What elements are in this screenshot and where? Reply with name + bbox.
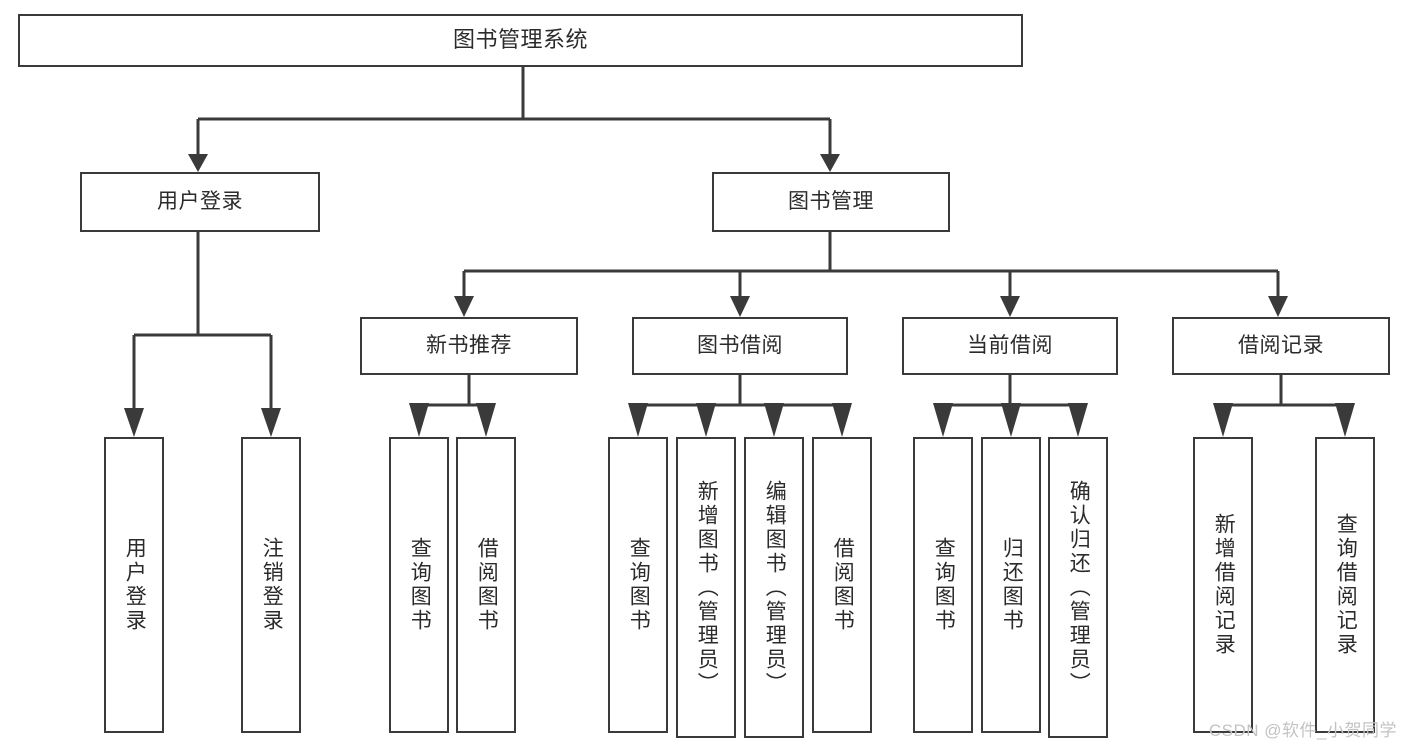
node-user-login-label: 用户登录 bbox=[157, 190, 243, 214]
node-new-book-recommend[interactable]: 新书推荐 bbox=[360, 317, 578, 375]
node-leaf-confirm-return-admin[interactable]: 确认归还（管理员） bbox=[1048, 437, 1108, 738]
node-leaf-query-borrow-record[interactable]: 查询借阅记录 bbox=[1315, 437, 1375, 733]
node-borrow-record-label: 借阅记录 bbox=[1238, 334, 1324, 358]
arrowhead-l3-3 bbox=[1000, 296, 1020, 317]
node-book-borrow-label: 图书借阅 bbox=[697, 334, 783, 358]
node-book-management-label: 图书管理 bbox=[788, 190, 874, 214]
node-new-book-recommend-label: 新书推荐 bbox=[426, 334, 512, 358]
node-leaf-user-login[interactable]: 用户登录 bbox=[104, 437, 164, 733]
arrowhead-nb-2 bbox=[476, 403, 496, 437]
arrowhead-book-mgmt bbox=[820, 154, 840, 172]
node-leaf-query-borrow-record-label: 查询借阅记录 bbox=[1334, 513, 1358, 657]
arrowhead-l3-1 bbox=[454, 296, 474, 317]
node-leaf-query-book-recommend-label: 查询图书 bbox=[408, 537, 432, 633]
arrowhead-bb-3 bbox=[764, 403, 784, 437]
arrowhead-cb-2 bbox=[1001, 403, 1021, 437]
node-leaf-logout-label: 注销登录 bbox=[260, 537, 284, 633]
arrowhead-br-2 bbox=[1335, 403, 1355, 437]
node-leaf-add-borrow-record-label: 新增借阅记录 bbox=[1212, 513, 1236, 657]
node-leaf-query-book-current[interactable]: 查询图书 bbox=[913, 437, 973, 733]
arrowhead-l3-4 bbox=[1268, 296, 1288, 317]
node-book-borrow[interactable]: 图书借阅 bbox=[632, 317, 848, 375]
node-leaf-borrow-book-label: 借阅图书 bbox=[831, 537, 855, 633]
node-leaf-return-book-label: 归还图书 bbox=[1000, 537, 1024, 633]
arrowhead-bb-4 bbox=[832, 403, 852, 437]
arrowhead-cb-3 bbox=[1068, 403, 1088, 437]
watermark: CSDN @软件_小贺同学 bbox=[1208, 721, 1397, 740]
node-leaf-add-book-admin-label: 新增图书（管理员） bbox=[695, 479, 719, 696]
node-leaf-borrow-book-recommend[interactable]: 借阅图书 bbox=[456, 437, 516, 733]
node-leaf-query-book-recommend[interactable]: 查询图书 bbox=[389, 437, 449, 733]
node-leaf-edit-book-admin[interactable]: 编辑图书（管理员） bbox=[744, 437, 804, 738]
arrowhead-ul-1 bbox=[124, 408, 144, 437]
node-leaf-logout[interactable]: 注销登录 bbox=[241, 437, 301, 733]
node-leaf-query-book-borrow[interactable]: 查询图书 bbox=[608, 437, 668, 733]
node-leaf-add-borrow-record[interactable]: 新增借阅记录 bbox=[1193, 437, 1253, 733]
node-leaf-return-book[interactable]: 归还图书 bbox=[981, 437, 1041, 733]
node-current-borrow[interactable]: 当前借阅 bbox=[902, 317, 1118, 375]
node-leaf-confirm-return-admin-label: 确认归还（管理员） bbox=[1067, 479, 1091, 696]
node-book-management[interactable]: 图书管理 bbox=[712, 172, 950, 232]
node-leaf-edit-book-admin-label: 编辑图书（管理员） bbox=[763, 479, 787, 696]
arrowhead-l3-2 bbox=[730, 296, 750, 317]
node-leaf-borrow-book-recommend-label: 借阅图书 bbox=[475, 537, 499, 633]
node-leaf-query-book-current-label: 查询图书 bbox=[932, 537, 956, 633]
node-borrow-record[interactable]: 借阅记录 bbox=[1172, 317, 1390, 375]
node-leaf-user-login-label: 用户登录 bbox=[123, 537, 147, 633]
arrowhead-nb-1 bbox=[409, 403, 429, 437]
arrowhead-ul-2 bbox=[261, 408, 281, 437]
arrowhead-bb-2 bbox=[696, 403, 716, 437]
arrowhead-cb-1 bbox=[933, 403, 953, 437]
node-root[interactable]: 图书管理系统 bbox=[18, 14, 1023, 67]
node-user-login[interactable]: 用户登录 bbox=[80, 172, 320, 232]
arrowhead-bb-1 bbox=[628, 403, 648, 437]
node-leaf-query-book-borrow-label: 查询图书 bbox=[627, 537, 651, 633]
node-leaf-add-book-admin[interactable]: 新增图书（管理员） bbox=[676, 437, 736, 738]
node-leaf-borrow-book[interactable]: 借阅图书 bbox=[812, 437, 872, 733]
node-root-label: 图书管理系统 bbox=[452, 27, 588, 53]
arrowhead-user-login bbox=[188, 154, 208, 172]
arrowhead-br-1 bbox=[1213, 403, 1233, 437]
node-current-borrow-label: 当前借阅 bbox=[967, 334, 1053, 358]
